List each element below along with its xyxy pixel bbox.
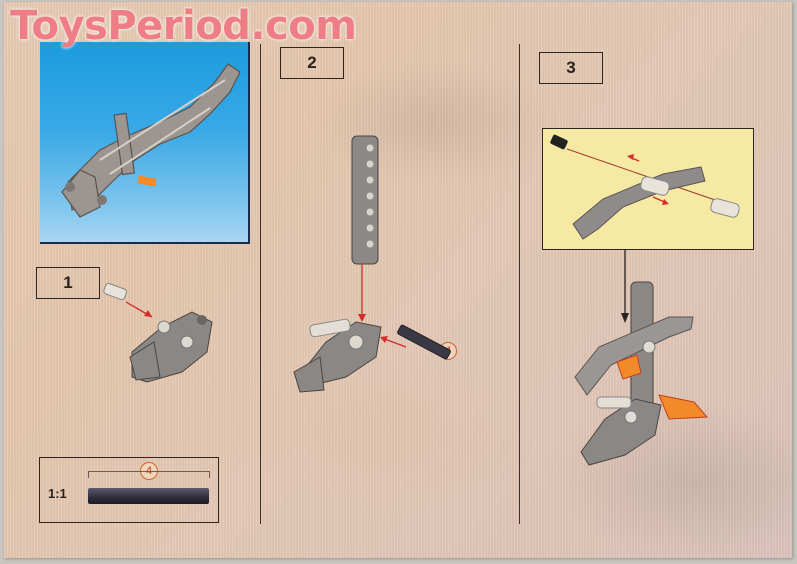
step-2-illustration-icon bbox=[293, 135, 451, 393]
instruction-page: ToysPeriod.com 1 bbox=[4, 2, 792, 558]
step-1-illustration-icon bbox=[103, 282, 213, 383]
step-3-badge: 3 bbox=[539, 52, 603, 84]
step-1-number: 1 bbox=[63, 273, 73, 292]
step-2-number: 2 bbox=[307, 53, 317, 72]
model-illustration-icon bbox=[61, 63, 241, 218]
completed-model-photo bbox=[40, 42, 250, 244]
scale-label: 1:1 bbox=[48, 486, 67, 501]
sub-assembly-inset bbox=[542, 128, 754, 250]
column-divider-2 bbox=[519, 44, 520, 524]
dimension-line bbox=[88, 471, 210, 478]
step-3-number: 3 bbox=[566, 58, 576, 77]
watermark: ToysPeriod.com bbox=[10, 3, 357, 49]
scale-inset: 1:1 4 bbox=[39, 457, 219, 523]
step-2-badge: 2 bbox=[280, 47, 344, 79]
sub-assembly-illustration-icon bbox=[550, 134, 740, 240]
step-3-illustration-icon bbox=[574, 249, 709, 466]
column-divider-1 bbox=[260, 44, 261, 524]
step-1-badge: 1 bbox=[36, 267, 100, 299]
axle-part bbox=[88, 488, 209, 504]
